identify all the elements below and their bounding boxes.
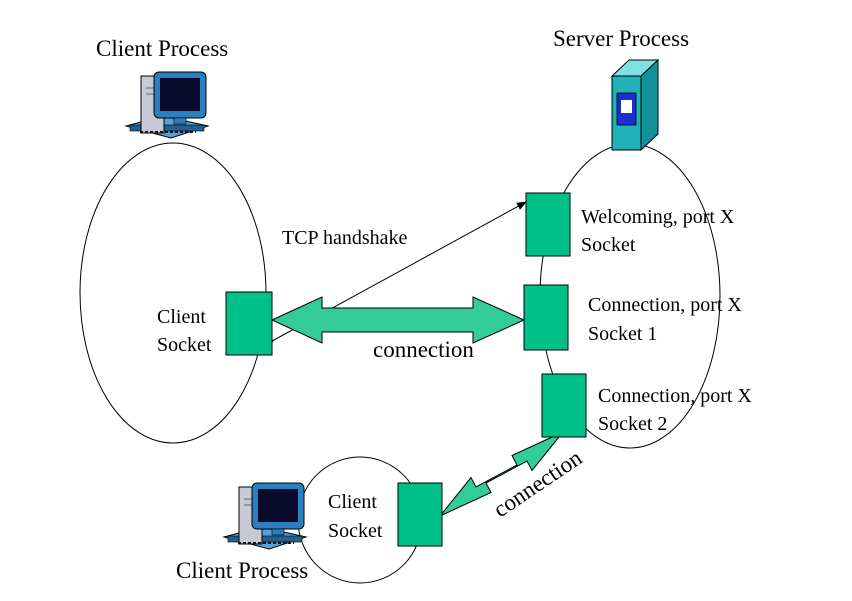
connection-socket-2-label-2: Socket 2 — [598, 413, 667, 435]
client-socket-label-2: Socket — [157, 334, 212, 356]
client-process-bottom-title: Client Process — [176, 558, 308, 583]
server-process-title: Server Process — [553, 26, 689, 51]
bottom-client-socket-box — [397, 482, 443, 547]
bottom-client-socket-label-2: Socket — [328, 520, 383, 542]
client-process-title: Client Process — [96, 36, 228, 61]
connection-socket-1-label-1: Connection, port X — [588, 294, 742, 316]
tcp-handshake-label: TCP handshake — [282, 227, 407, 249]
connection-socket-1-box — [523, 284, 569, 351]
connection-socket-1-label-2: Socket 1 — [588, 323, 657, 345]
desktop-computer-icon-bottom — [222, 482, 308, 550]
welcoming-socket-label-1: Welcoming, port X — [581, 206, 735, 228]
desktop-computer-icon — [124, 71, 210, 139]
client-socket-label-1: Client — [157, 306, 206, 328]
bottom-client-socket-label-1: Client — [328, 491, 377, 513]
welcoming-socket-box — [525, 192, 571, 257]
connection-label-1: connection — [373, 337, 474, 362]
connection-socket-2-box — [541, 373, 587, 438]
welcoming-socket-label-2: Socket — [581, 234, 636, 256]
connection-socket-2-label-1: Connection, port X — [598, 385, 752, 407]
server-tower-icon — [610, 58, 660, 152]
client-socket-box — [225, 291, 273, 356]
